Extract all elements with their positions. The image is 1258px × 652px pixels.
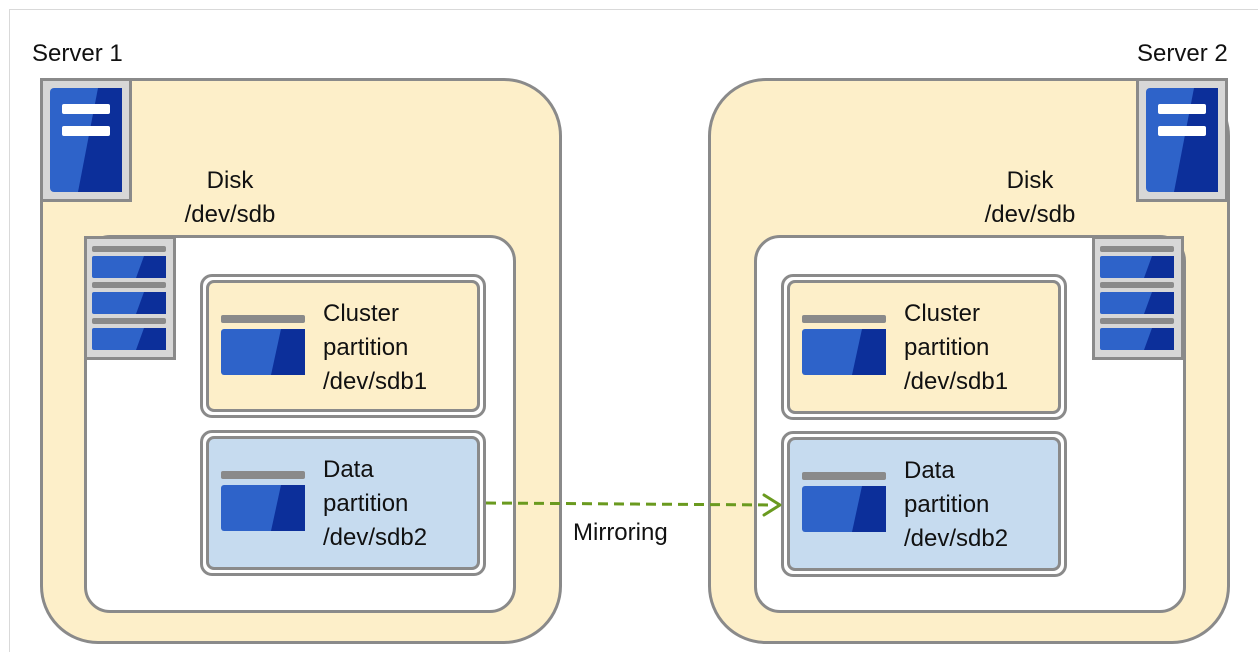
frame-left-border <box>9 9 10 652</box>
server-2-cluster-partition: Cluster partition /dev/sdb1 <box>781 274 1067 420</box>
partition-type: partition <box>323 334 409 361</box>
server-1-cluster-partition: Cluster partition /dev/sdb1 <box>200 274 486 418</box>
partition-icon <box>802 315 886 375</box>
server-1-disk-device: /dev/sdb <box>184 201 276 228</box>
server-1-data-partition-inner: Data partition /dev/sdb2 <box>206 436 480 570</box>
server-1-data-partition-text: Data partition /dev/sdb2 <box>323 453 427 555</box>
server-1-data-partition: Data partition /dev/sdb2 <box>200 430 486 576</box>
partition-type: partition <box>323 490 409 517</box>
server-2-data-partition-text: Data partition /dev/sdb2 <box>904 454 1008 556</box>
server-2-disk-icon <box>1092 236 1184 360</box>
server-1-icon <box>40 78 132 202</box>
server-2-data-partition-inner: Data partition /dev/sdb2 <box>787 437 1061 571</box>
partition-device: /dev/sdb2 <box>904 525 1009 552</box>
partition-icon <box>221 315 305 375</box>
partition-device: /dev/sdb2 <box>323 524 428 551</box>
partition-name: Cluster <box>904 300 981 327</box>
partition-name: Data <box>904 457 955 484</box>
partition-type: partition <box>904 334 990 361</box>
partition-device: /dev/sdb1 <box>323 368 428 395</box>
server-2-data-partition: Data partition /dev/sdb2 <box>781 431 1067 577</box>
server-2-cluster-partition-inner: Cluster partition /dev/sdb1 <box>787 280 1061 414</box>
mirroring-label: Mirroring <box>573 519 668 546</box>
partition-name: Data <box>323 456 374 483</box>
server-2-disk-label: Disk <box>1006 167 1054 194</box>
partition-name: Cluster <box>323 300 400 327</box>
partition-device: /dev/sdb1 <box>904 368 1009 395</box>
server-1-disk-label: Disk <box>206 167 254 194</box>
server-1-cluster-partition-text: Cluster partition /dev/sdb1 <box>323 297 427 399</box>
partition-icon <box>221 471 305 531</box>
server-2-label: Server 2 <box>1137 40 1228 67</box>
frame-top-border <box>9 9 1258 10</box>
server-2-icon <box>1136 78 1228 202</box>
server-1-cluster-partition-inner: Cluster partition /dev/sdb1 <box>206 280 480 412</box>
partition-type: partition <box>904 491 990 518</box>
partition-icon <box>802 472 886 532</box>
server-1-disk-icon <box>84 236 176 360</box>
server-1-label: Server 1 <box>32 40 123 67</box>
server-2-cluster-partition-text: Cluster partition /dev/sdb1 <box>904 297 1008 399</box>
server-2-disk-device: /dev/sdb <box>984 201 1076 228</box>
